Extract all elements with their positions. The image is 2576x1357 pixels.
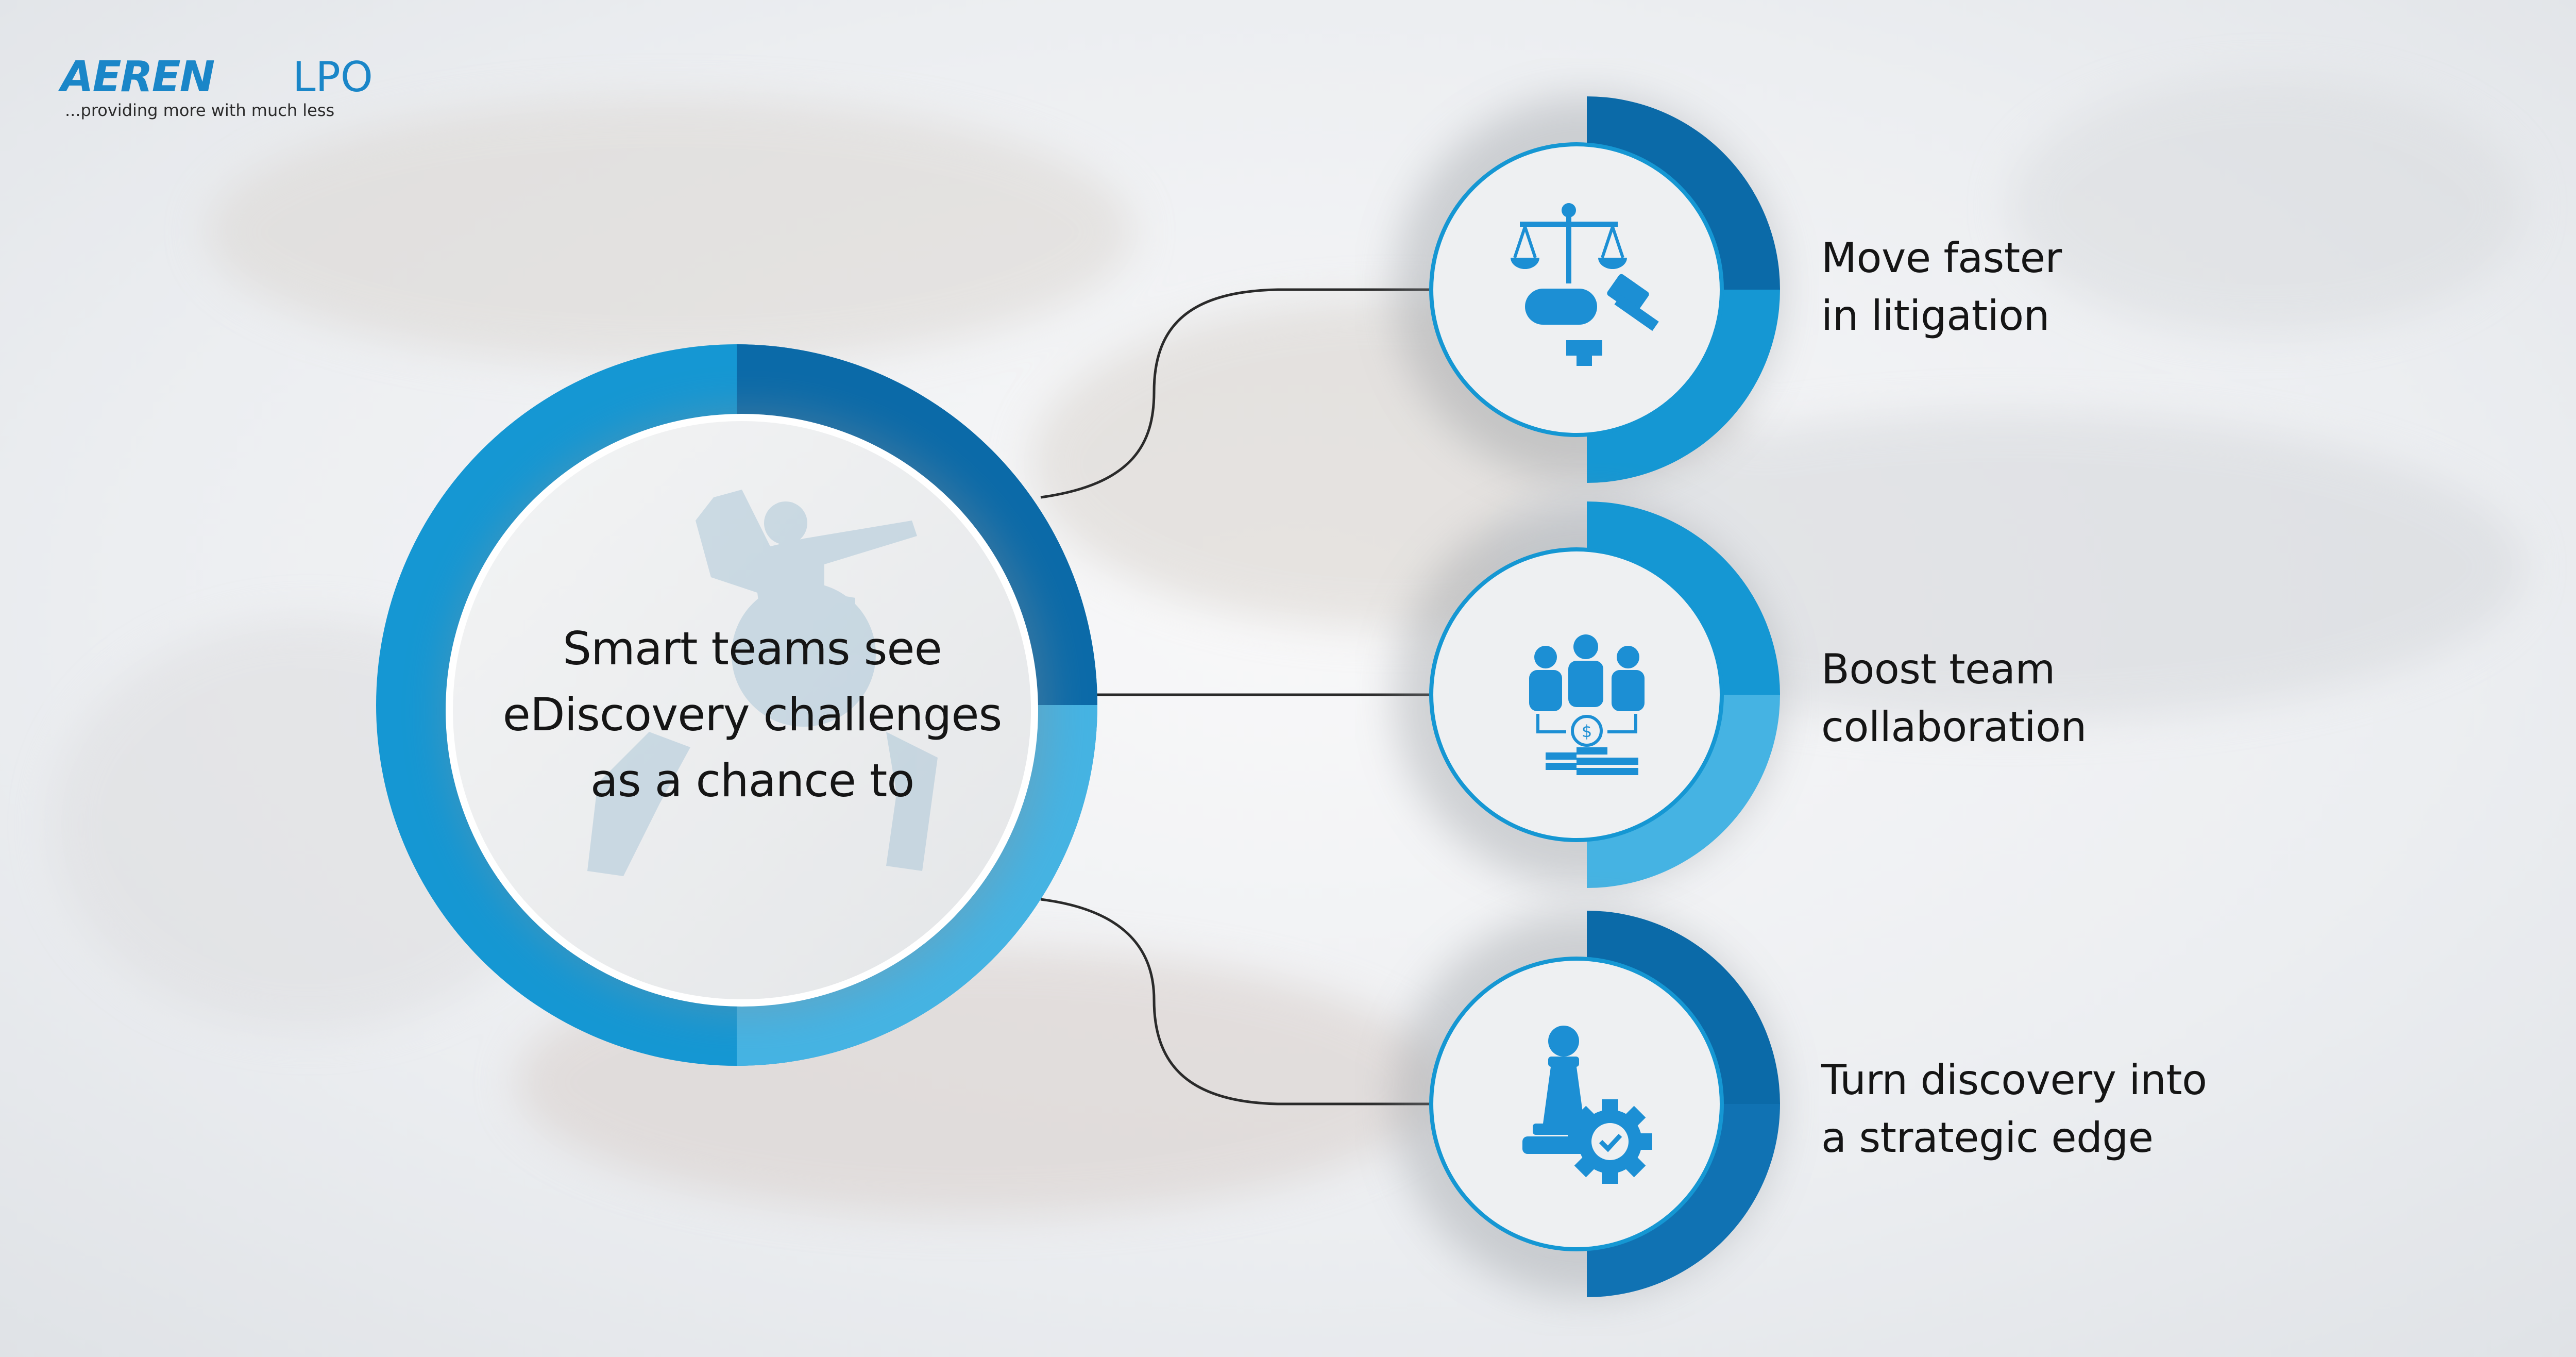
hub-caption: Smart teams see eDiscovery challenges as…	[464, 616, 1041, 814]
item-circle-1	[1394, 96, 1780, 483]
item-label-line: in litigation	[1821, 292, 2049, 340]
brand-tagline: ...providing more with much less	[65, 100, 335, 120]
item-circle-3	[1394, 911, 1780, 1297]
hub-caption-line: eDiscovery challenges	[502, 688, 1003, 741]
hub-caption-line: Smart teams see	[563, 622, 942, 675]
item-label-line: Boost team	[1821, 645, 2055, 693]
svg-text:$: $	[1582, 722, 1592, 741]
item-label-line: Move faster	[1821, 234, 2062, 282]
hub-circle	[376, 344, 1097, 1066]
connector-lines	[1040, 288, 1443, 1105]
brand-logo: AEREN LPO ...providing more with much le…	[61, 52, 421, 124]
team-money-icon: $	[1529, 634, 1645, 775]
brand-suffix: LPO	[293, 53, 373, 101]
item-label-2: Boost team collaboration	[1821, 641, 2087, 756]
item-label-line: collaboration	[1821, 703, 2087, 751]
item-label-line: Turn discovery into	[1821, 1056, 2207, 1104]
brand-name: AEREN	[61, 53, 215, 102]
chess-pawn-gear-icon	[1522, 1026, 1652, 1184]
item-label-line: a strategic edge	[1821, 1114, 2154, 1162]
item-label-1: Move faster in litigation	[1821, 229, 2062, 345]
hub-caption-line: as a chance to	[590, 754, 914, 807]
item-label-3: Turn discovery into a strategic edge	[1821, 1051, 2207, 1167]
teamwork-watermark-icon	[587, 490, 938, 876]
scales-gavel-icon	[1511, 203, 1659, 366]
